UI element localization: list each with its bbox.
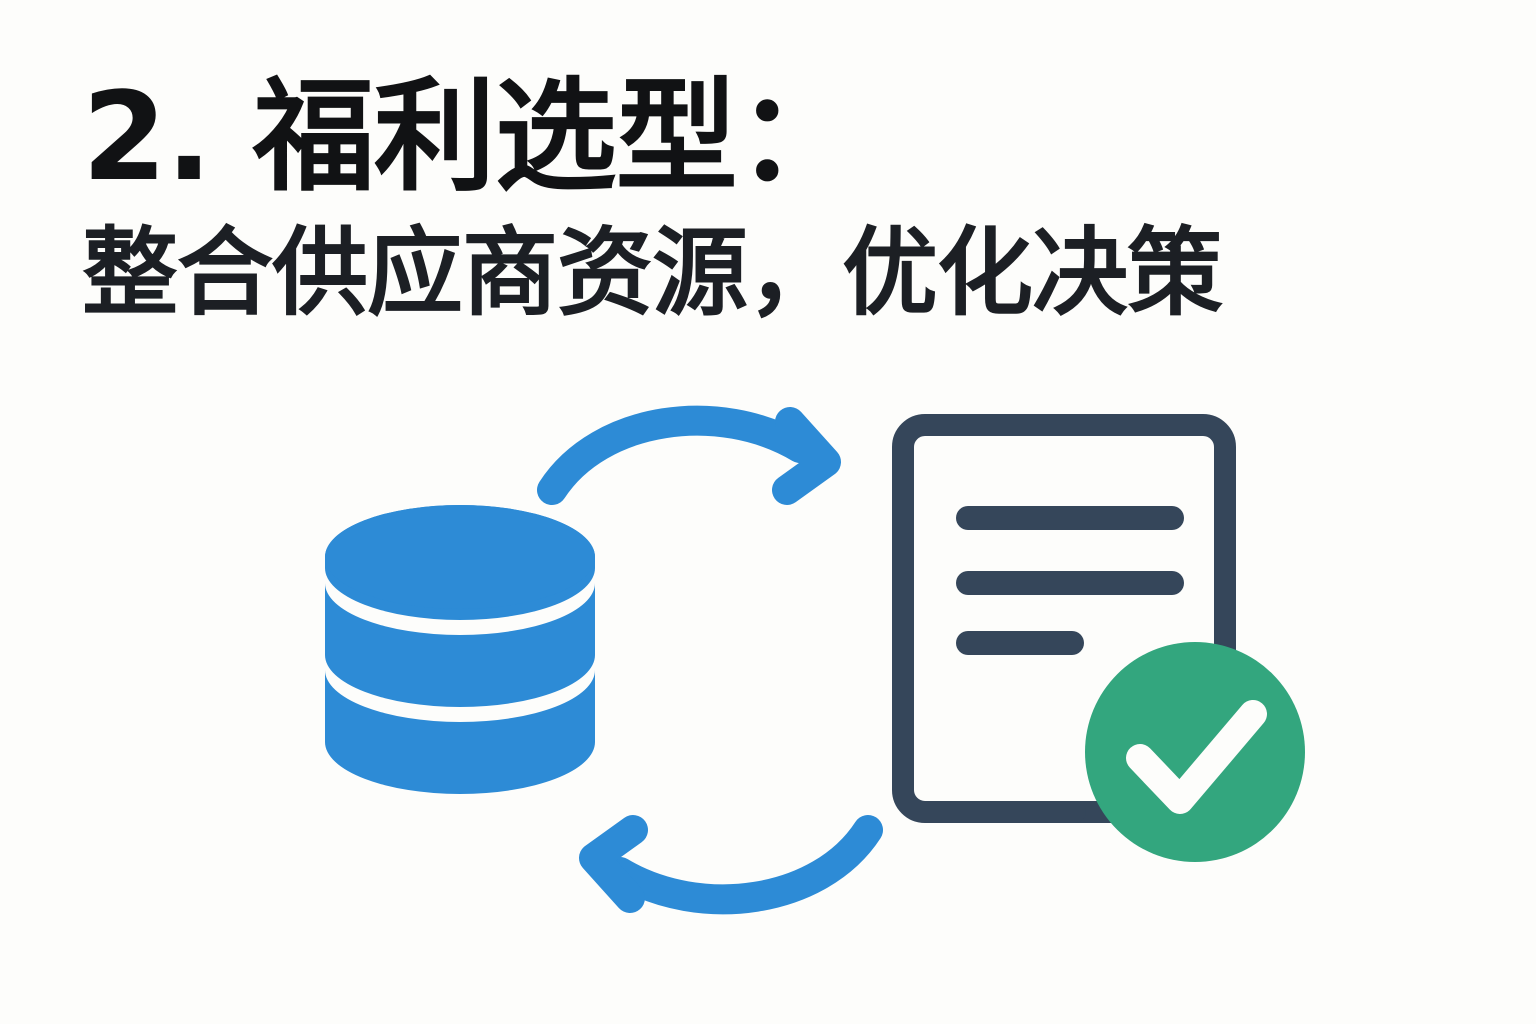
check-circle-background [1085,642,1305,862]
illustration-area [0,380,1536,960]
database-icon [325,505,595,794]
supplier-resource-integration-diagram [325,405,1305,915]
arrow-left-curved-icon [579,815,883,915]
arrow-right-curved-icon [537,405,841,505]
check-circle-icon [1085,642,1305,862]
page-title: 2. 福利选型： [82,66,859,208]
page-subtitle: 整合供应商资源，优化决策 [82,216,1223,329]
check-mark-glyph [1126,700,1267,814]
database-top-ellipse [325,505,595,609]
heading-block: 2. 福利选型： 整合供应商资源，优化决策 [82,66,1422,329]
document-text-lines [956,506,1184,655]
